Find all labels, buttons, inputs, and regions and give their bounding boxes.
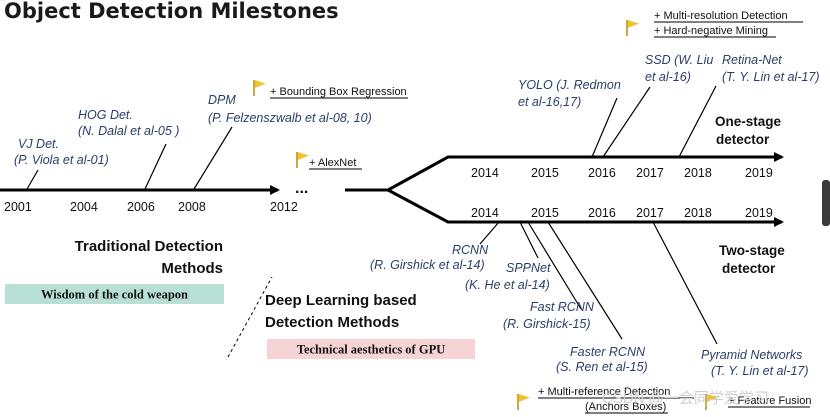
dpm-pointer: [193, 126, 233, 190]
watermark: CSDN @一会同学爱学习: [602, 390, 769, 407]
two-year-2019: 2019: [745, 206, 773, 220]
cold-weapon-badge-text: Wisdom of the cold weapon: [41, 288, 188, 302]
dpm-det-authors: (P. Felzenszwalb et al-08, 10): [208, 111, 372, 125]
fpn-det-authors: (T. Y. Lin et al-17): [711, 364, 809, 378]
anchor-boxes-note: (Anchors Boxes): [585, 401, 666, 413]
fast-rcnn-det-name: Fast RCNN: [530, 300, 595, 314]
yolo-det-name: YOLO (J. Redmon: [518, 78, 621, 92]
rcnn-pointer: [479, 221, 500, 245]
two-stage-label: Two-stage: [719, 243, 785, 258]
vj-det-name: VJ Det.: [18, 137, 59, 151]
one-stage-label: One-stage: [715, 114, 782, 129]
one-year-2017: 2017: [636, 166, 664, 180]
gpu-badge: [267, 339, 475, 359]
sppnet-det-name: SPPNet: [506, 261, 551, 275]
one-stage-timeline-axis: [387, 152, 784, 192]
retina-pointer: [678, 85, 717, 158]
sppnet-det-authors: (K. He et al-14): [465, 278, 550, 292]
sppnet-pointer: [519, 221, 539, 259]
multi-reference-note: + Multi-reference Detection: [538, 386, 670, 398]
one-stage-label-line2: detector: [716, 132, 770, 147]
two-year-2016: 2016: [588, 206, 616, 220]
one-year-2015: 2015: [531, 166, 559, 180]
fast-rcnn-det-authors: (R. Girshick-15): [503, 317, 591, 331]
deep-learning-heading-line2: Detection Methods: [265, 314, 399, 331]
multi-reference-flag-icon: [517, 393, 531, 411]
alexnet-note: + AlexNet: [309, 157, 356, 169]
traditional-methods-heading-line2: Methods: [161, 260, 223, 277]
two-stage-label-line2: detector: [722, 261, 776, 276]
two-year-2017: 2017: [636, 206, 664, 220]
traditional-methods-heading: Traditional Detection: [75, 238, 223, 255]
gpu-badge-text: Technical aesthetics of GPU: [297, 343, 445, 357]
alexnet-flag-icon: [296, 151, 310, 169]
fast-rcnn-pointer: [527, 221, 582, 310]
fpn-det-name: Pyramid Networks: [701, 348, 802, 362]
hog-det-name: HOG Det.: [78, 108, 133, 122]
feature-fusion-note: + Feature Fusion: [728, 395, 811, 407]
bbox-flag-icon: [253, 79, 267, 97]
yolo-det-authors: et al-16,17): [518, 95, 581, 109]
yolo-pointer: [591, 97, 618, 158]
dpm-det-name: DPM: [208, 93, 236, 107]
ssd-pointer: [602, 86, 651, 158]
scrollbar-handle[interactable]: [822, 180, 830, 226]
retina-det-authors: (T. Y. Lin et al-17): [722, 70, 820, 84]
faster-rcnn-pointer: [547, 221, 623, 340]
fpn-pointer: [652, 221, 718, 345]
two-year-2018: 2018: [684, 206, 712, 220]
one-year-2019: 2019: [745, 166, 773, 180]
faster-rcnn-det-authors: (S. Ren et al-15): [556, 360, 648, 374]
two-year-2014: 2014: [471, 206, 499, 220]
ssd-det-name: SSD (W. Liu: [645, 53, 713, 67]
vj-pointer: [26, 169, 39, 190]
page-title: Object Detection Milestones: [4, 0, 339, 23]
two-year-2015: 2015: [531, 206, 559, 220]
trad-year-2004: 2004: [70, 200, 98, 214]
faster-rcnn-det-name: Faster RCNN: [570, 345, 646, 359]
one-year-2014: 2014: [471, 166, 499, 180]
retina-det-name: Retina-Net: [722, 53, 782, 67]
trad-year-2008: 2008: [178, 200, 206, 214]
hog-det-authors: (N. Dalal et al-05 ): [78, 124, 179, 138]
rcnn-det-authors: (R. Girshick et al-14): [370, 258, 485, 272]
one-stage-flag-icon: [626, 19, 640, 37]
trad-year-2012: 2012: [270, 200, 298, 214]
cold-weapon-badge: [5, 284, 224, 304]
multi-resolution-note: + Multi-resolution Detection: [654, 10, 788, 22]
hog-pointer: [144, 143, 167, 190]
bbox-regression-note: + Bounding Box Regression: [270, 86, 407, 98]
rcnn-det-name: RCNN: [452, 243, 489, 257]
trad-year-2006: 2006: [127, 200, 155, 214]
one-year-2016: 2016: [588, 166, 616, 180]
vj-det-authors: (P. Viola et al-01): [14, 153, 109, 167]
timeline-ellipsis: ...: [295, 180, 308, 197]
ssd-det-authors: et al-16): [645, 70, 691, 84]
two-stage-timeline-axis: [387, 188, 784, 227]
one-year-2018: 2018: [684, 166, 712, 180]
hard-negative-note: + Hard-negative Mining: [654, 25, 768, 37]
trad-year-2001: 2001: [4, 200, 32, 214]
deep-learning-heading: Deep Learning based: [265, 292, 417, 309]
